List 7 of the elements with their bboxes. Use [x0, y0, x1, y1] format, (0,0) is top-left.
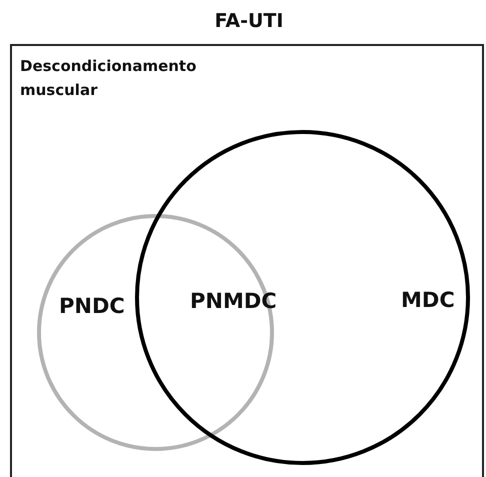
frame-heading: Descondicionamento muscular	[20, 56, 198, 101]
venn-circle	[135, 130, 470, 465]
set-label: MDC	[401, 288, 455, 312]
set-label: PNDC	[59, 294, 125, 318]
title: FA-UTI	[214, 10, 284, 32]
venn-circle	[37, 214, 274, 451]
intersection-label: PNMDC	[190, 289, 277, 313]
